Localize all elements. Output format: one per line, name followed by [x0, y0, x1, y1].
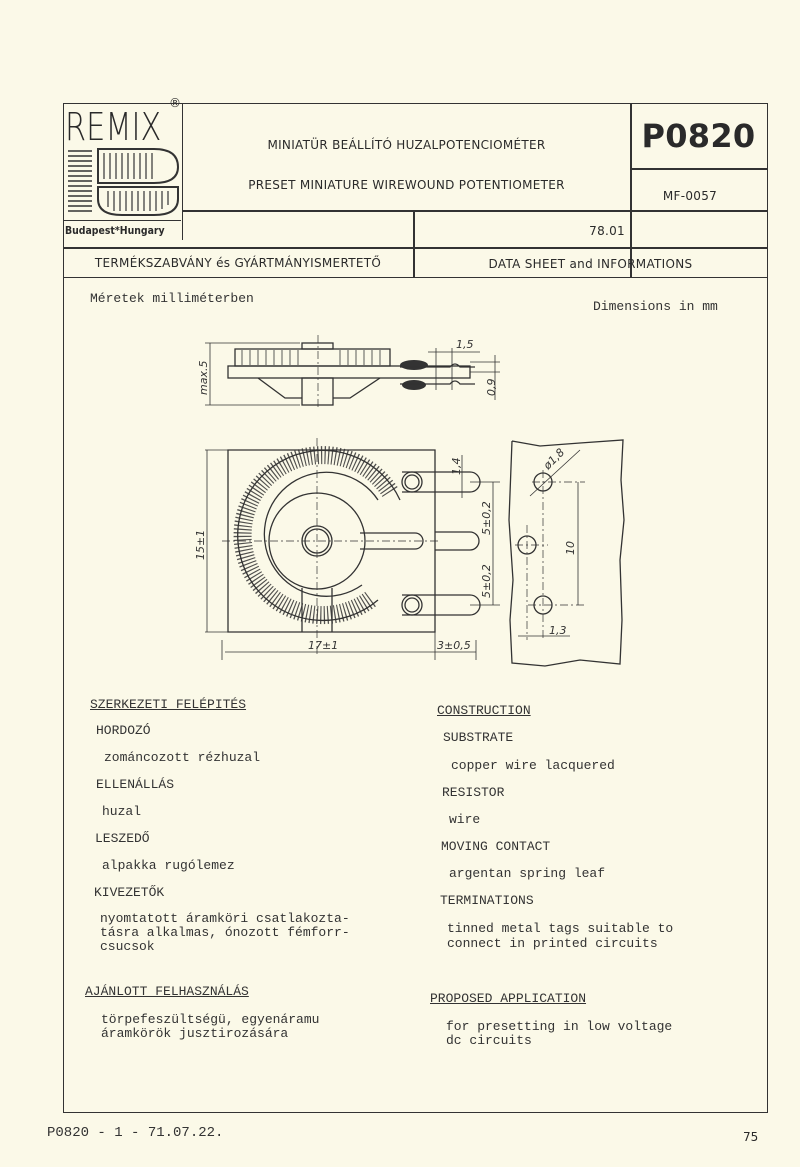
dim-tag-width-top: 1,4 [450, 458, 463, 476]
body-frame [63, 277, 768, 1113]
logo-registered: ® [169, 96, 181, 110]
dim-hole-diameter: ø1,8 [540, 446, 567, 473]
divider [630, 103, 632, 278]
header-frame [63, 103, 768, 278]
part-number: P0820 [641, 117, 756, 155]
construction-en-label: TERMINATIONS [440, 893, 534, 908]
technical-drawing: max.5 1,5 0,9 15±1 17±1 3±0,5 1,4 5±0,2 … [194, 335, 625, 667]
dim-pitch-lower: 5±0,2 [480, 564, 493, 598]
construction-hu-value: alpakka rugólemez [102, 858, 235, 873]
application-hu-heading: AJÁNLOTT FELHASZNÁLÁS [85, 984, 249, 999]
title-en: PRESET MINIATURE WIREWOUND POTENTIOMETER [248, 178, 565, 192]
title-hu: MINIATÜR BEÁLLÍTÓ HUZALPOTENCIOMÉTER [267, 138, 546, 152]
dim-hole-offset: 1,3 [549, 624, 567, 637]
divider [63, 247, 768, 249]
doc-type-hu: TERMÉKSZABVÁNY és GYÁRTMÁNYISMERTETŐ [94, 255, 382, 270]
logo-emblem [68, 148, 180, 216]
dimensions-label-en: Dimensions in mm [593, 299, 718, 314]
divider [183, 210, 768, 212]
construction-hu-label: LESZEDŐ [95, 831, 150, 846]
dim-pitch-upper: 5±0,2 [480, 501, 493, 535]
standard-code: MF-0057 [662, 189, 718, 203]
dim-height: 15±1 [194, 530, 207, 560]
dim-hole-spacing: 10 [564, 541, 577, 555]
application-en-text: for presetting in low voltage dc circuit… [446, 1019, 673, 1048]
page-number: 75 [743, 1130, 759, 1144]
construction-en: CONSTRUCTION SUBSTRATE copper wire lacqu… [437, 703, 747, 951]
construction-hu-label: ELLENÁLLÁS [96, 777, 175, 792]
construction-en-value: wire [449, 812, 481, 827]
construction-hu: SZERKEZETI FELÉPITÉS HORDOZÓ zománcozott… [90, 697, 400, 954]
construction-hu-value: nyomtatott áramköri csatlakozta- tásra a… [100, 911, 350, 954]
divider [413, 210, 415, 278]
pcb-hole-pattern: ø1,8 10 1,3 [508, 439, 625, 667]
application-en: PROPOSED APPLICATION for presetting in l… [430, 992, 672, 1048]
construction-hu-value: huzal [102, 804, 142, 819]
logo-location: Budapest*Hungary [65, 224, 165, 237]
construction-en-value: tinned metal tags suitable to connect in… [447, 921, 674, 951]
construction-en-value: argentan spring leaf [449, 866, 606, 881]
dim-tag-thickness: 0,9 [485, 379, 498, 397]
application-hu-text: törpefeszültségü, egyenáramu áramkörök j… [101, 1012, 320, 1041]
construction-en-value: copper wire lacquered [451, 758, 615, 773]
construction-en-label: SUBSTRATE [443, 730, 514, 745]
logo-divider [63, 219, 181, 221]
side-view: max.5 1,5 0,9 [197, 335, 500, 410]
dim-tag-width: 1,5 [456, 338, 474, 351]
dim-side-height: max.5 [197, 361, 210, 395]
dim-width: 17±1 [308, 639, 338, 652]
logo-text: REMIX [65, 105, 162, 149]
construction-hu-label: HORDOZÓ [96, 723, 151, 738]
dimensions-label-hu: Méretek milliméterben [90, 291, 254, 306]
application-hu: AJÁNLOTT FELHASZNÁLÁS törpefeszültségü, … [85, 985, 319, 1041]
doc-type-en: DATA SHEET and INFORMATIONS [488, 256, 693, 271]
construction-hu-label: KIVEZETŐK [94, 885, 165, 900]
footer-doc-ref: P0820 - 1 - 71.07.22. [47, 1125, 224, 1141]
construction-hu-heading: SZERKEZETI FELÉPITÉS [90, 697, 247, 712]
revision: 78.01 [589, 224, 625, 238]
construction-en-heading: CONSTRUCTION [437, 703, 531, 718]
dim-tag-overhang: 3±0,5 [437, 639, 471, 652]
divider [630, 168, 767, 170]
top-view: 15±1 17±1 3±0,5 1,4 5±0,2 5±0,2 [194, 438, 500, 660]
construction-hu-value: zománcozott rézhuzal [104, 750, 261, 765]
logo: REMIX ® Budapest*Hungary [63, 96, 183, 240]
construction-en-label: MOVING CONTACT [441, 839, 551, 854]
construction-en-label: RESISTOR [442, 785, 505, 800]
application-en-heading: PROPOSED APPLICATION [430, 991, 587, 1006]
